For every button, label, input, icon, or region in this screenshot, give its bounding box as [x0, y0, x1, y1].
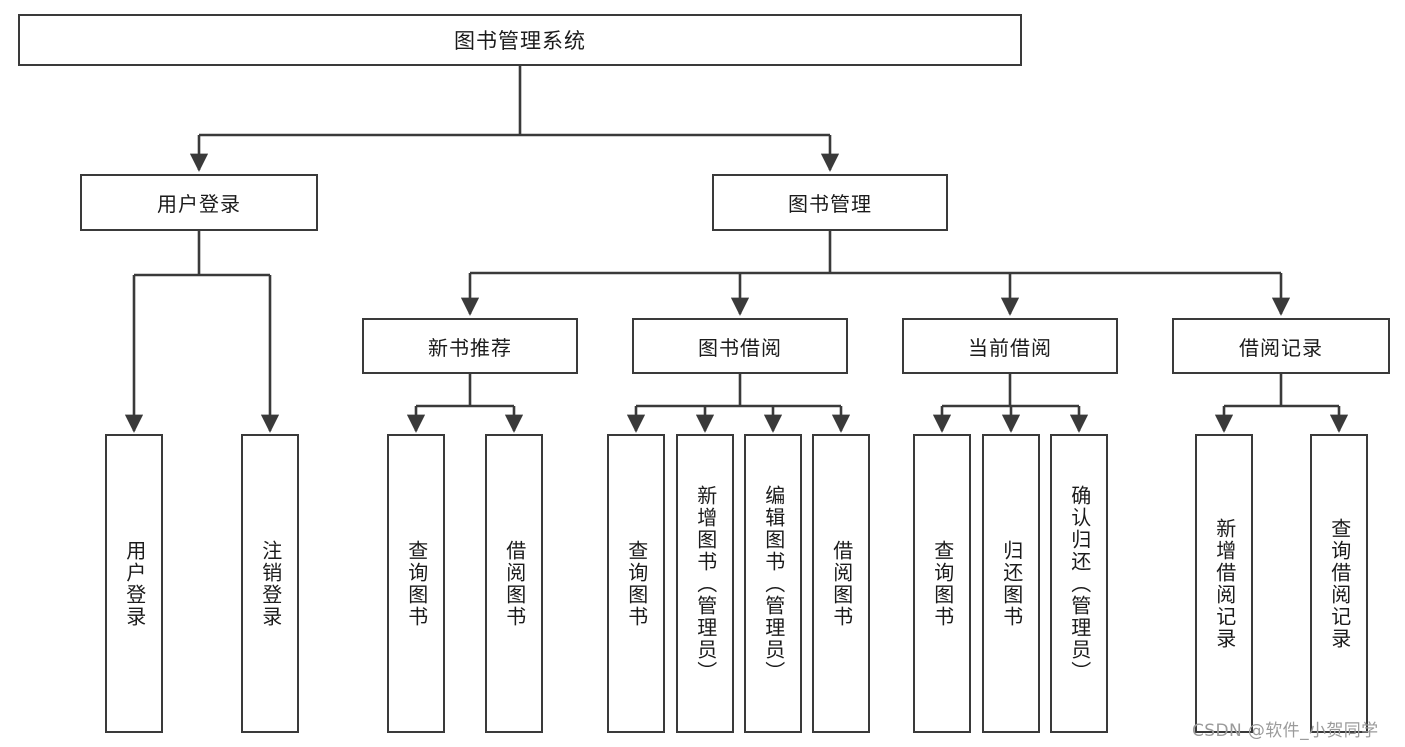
- leaf-query-record-label: 查询借阅记录: [1327, 517, 1352, 650]
- leaf-add-record-label: 新增借阅记录: [1212, 517, 1237, 650]
- node-user-login-label: 用户登录: [157, 192, 241, 216]
- leaf-query-book-1-label: 查询图书: [404, 539, 429, 628]
- leaf-borrow-book-2-label: 借阅图书: [829, 539, 854, 628]
- node-user-login[interactable]: 用户登录: [80, 174, 318, 231]
- leaf-add-book[interactable]: 新增图书（管理员）: [676, 434, 734, 733]
- leaf-query-book-1[interactable]: 查询图书: [387, 434, 445, 733]
- leaf-query-book-3-label: 查询图书: [930, 539, 955, 628]
- node-new-book-recommend[interactable]: 新书推荐: [362, 318, 578, 374]
- leaf-confirm-return-label: 确认归还（管理员）: [1067, 484, 1092, 683]
- leaf-edit-book-label: 编辑图书（管理员）: [761, 484, 786, 683]
- leaf-borrow-book-2[interactable]: 借阅图书: [812, 434, 870, 733]
- leaf-logout[interactable]: 注销登录: [241, 434, 299, 733]
- leaf-add-book-label: 新增图书（管理员）: [693, 484, 718, 683]
- node-borrow-record-label: 借阅记录: [1239, 335, 1323, 360]
- csdn-watermark: CSDN @软件_小贺同学: [1192, 721, 1379, 741]
- leaf-return-book-label: 归还图书: [999, 539, 1024, 628]
- leaf-edit-book[interactable]: 编辑图书（管理员）: [744, 434, 802, 733]
- leaf-borrow-book-1-label: 借阅图书: [502, 539, 527, 628]
- node-borrow-record[interactable]: 借阅记录: [1172, 318, 1390, 374]
- node-current-borrow[interactable]: 当前借阅: [902, 318, 1118, 374]
- leaf-query-book-3[interactable]: 查询图书: [913, 434, 971, 733]
- node-book-borrow-label: 图书借阅: [698, 335, 782, 360]
- leaf-query-book-2[interactable]: 查询图书: [607, 434, 665, 733]
- leaf-user-login[interactable]: 用户登录: [105, 434, 163, 733]
- leaf-borrow-book-1[interactable]: 借阅图书: [485, 434, 543, 733]
- leaf-query-book-2-label: 查询图书: [624, 539, 649, 628]
- node-root[interactable]: 图书管理系统: [18, 14, 1022, 66]
- node-book-management-label: 图书管理: [788, 192, 872, 216]
- leaf-confirm-return[interactable]: 确认归还（管理员）: [1050, 434, 1108, 733]
- node-root-label: 图书管理系统: [454, 29, 586, 53]
- leaf-logout-label: 注销登录: [258, 539, 283, 628]
- leaf-return-book[interactable]: 归还图书: [982, 434, 1040, 733]
- leaf-user-login-label: 用户登录: [122, 539, 147, 628]
- leaf-add-record[interactable]: 新增借阅记录: [1195, 434, 1253, 733]
- node-book-borrow[interactable]: 图书借阅: [632, 318, 848, 374]
- leaf-query-record[interactable]: 查询借阅记录: [1310, 434, 1368, 733]
- node-new-book-recommend-label: 新书推荐: [428, 335, 512, 360]
- node-current-borrow-label: 当前借阅: [968, 335, 1052, 360]
- node-book-management[interactable]: 图书管理: [712, 174, 948, 231]
